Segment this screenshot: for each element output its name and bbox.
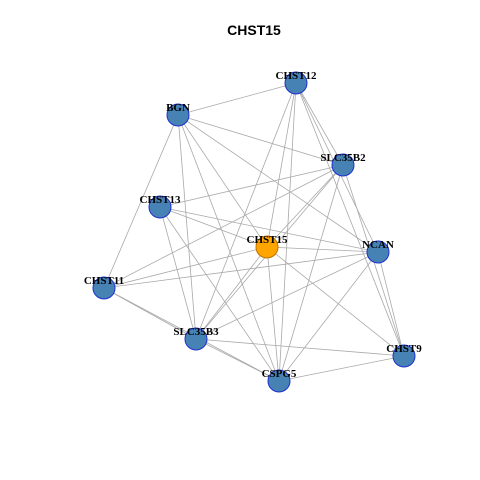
node-chst9[interactable] bbox=[392, 344, 416, 368]
edge-chst15-chst9 bbox=[266, 246, 405, 357]
edge-bgn-slc35b3 bbox=[177, 114, 197, 340]
edge-chst15-chst11 bbox=[103, 246, 268, 289]
node-label-slc35b2: SLC35B2 bbox=[320, 152, 366, 164]
edge-chst15-cspg5 bbox=[266, 246, 280, 382]
node-layer bbox=[92, 71, 416, 393]
node-label-chst12: CHST12 bbox=[276, 70, 317, 82]
edge-ncan-chst9 bbox=[377, 251, 405, 357]
edge-bgn-chst11 bbox=[103, 114, 179, 289]
edge-ncan-slc35b3 bbox=[195, 251, 379, 340]
node-chst12[interactable] bbox=[284, 71, 308, 95]
node-label-chst9: CHST9 bbox=[386, 343, 422, 355]
edge-layer bbox=[103, 82, 405, 382]
edge-chst12-chst15 bbox=[266, 82, 297, 248]
node-slc35b2[interactable] bbox=[331, 153, 355, 177]
node-label-chst15: CHST15 bbox=[247, 234, 288, 246]
edge-slc35b2-chst15 bbox=[266, 164, 344, 248]
edge-chst12-slc35b3 bbox=[195, 82, 297, 340]
node-ncan[interactable] bbox=[366, 240, 390, 264]
edge-chst12-slc35b2 bbox=[295, 82, 344, 166]
edge-chst12-cspg5 bbox=[278, 82, 297, 382]
edge-bgn-chst15 bbox=[177, 114, 268, 248]
node-bgn[interactable] bbox=[166, 103, 190, 127]
edge-cspg5-chst9 bbox=[278, 355, 405, 382]
edge-chst12-chst9 bbox=[295, 82, 405, 357]
node-label-slc35b3: SLC35B3 bbox=[173, 326, 219, 338]
node-chst11[interactable] bbox=[92, 276, 116, 300]
node-label-bgn: BGN bbox=[166, 102, 190, 114]
edge-slc35b3-cspg5 bbox=[195, 338, 280, 382]
edge-chst13-chst15 bbox=[159, 206, 268, 248]
node-label-chst13: CHST13 bbox=[140, 194, 181, 206]
edge-bgn-chst12 bbox=[177, 82, 297, 116]
edge-bgn-slc35b2 bbox=[177, 114, 344, 166]
diagram-title: CHST15 bbox=[227, 22, 281, 38]
node-label-cspg5: CSPG5 bbox=[262, 368, 297, 380]
node-slc35b3[interactable] bbox=[184, 327, 208, 351]
edge-chst13-slc35b3 bbox=[159, 206, 197, 340]
edge-slc35b2-chst13 bbox=[159, 164, 344, 208]
edge-chst15-slc35b3 bbox=[195, 246, 268, 340]
edge-slc35b2-chst11 bbox=[103, 164, 344, 289]
edge-bgn-cspg5 bbox=[177, 114, 280, 382]
edge-chst13-ncan bbox=[159, 206, 379, 253]
node-chst13[interactable] bbox=[148, 195, 172, 219]
edge-chst15-ncan bbox=[266, 246, 379, 253]
edge-chst13-cspg5 bbox=[159, 206, 280, 382]
edge-slc35b3-chst9 bbox=[195, 338, 405, 357]
node-cspg5[interactable] bbox=[267, 369, 291, 393]
edge-ncan-cspg5 bbox=[278, 251, 379, 382]
edge-ncan-chst11 bbox=[103, 251, 379, 289]
node-label-ncan: NCAN bbox=[362, 239, 394, 251]
node-label-chst11: CHST11 bbox=[84, 275, 124, 287]
node-chst15[interactable] bbox=[255, 235, 279, 259]
edge-slc35b2-cspg5 bbox=[278, 164, 344, 382]
